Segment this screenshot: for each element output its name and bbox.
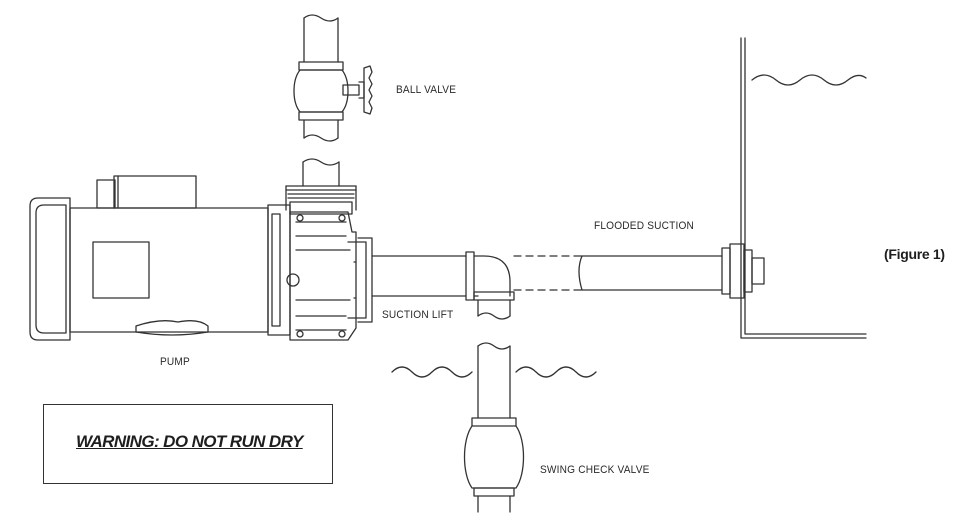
swing-check-valve-icon [463,342,525,513]
suction-pipe [371,251,515,320]
suction-lift-label: SUCTION LIFT [382,309,454,321]
ball-valve-label: BALL VALVE [396,84,457,96]
water-surface [391,366,597,378]
warning-box: WARNING: DO NOT RUN DRY [43,404,333,484]
figure-label: (Figure 1) [884,246,945,262]
tank-wall [740,37,867,339]
discharge-pipe [285,158,357,215]
ball-valve-icon [293,14,373,142]
pump-icon [29,175,373,341]
warning-text: WARNING: DO NOT RUN DRY [76,432,303,451]
flooded-suction-label: FLOODED SUCTION [594,220,695,232]
flooded-suction-pipe [578,243,765,299]
pump-label: PUMP [160,356,190,368]
swing-check-valve-label: SWING CHECK VALVE [540,464,650,476]
connector-dashes [513,255,583,291]
